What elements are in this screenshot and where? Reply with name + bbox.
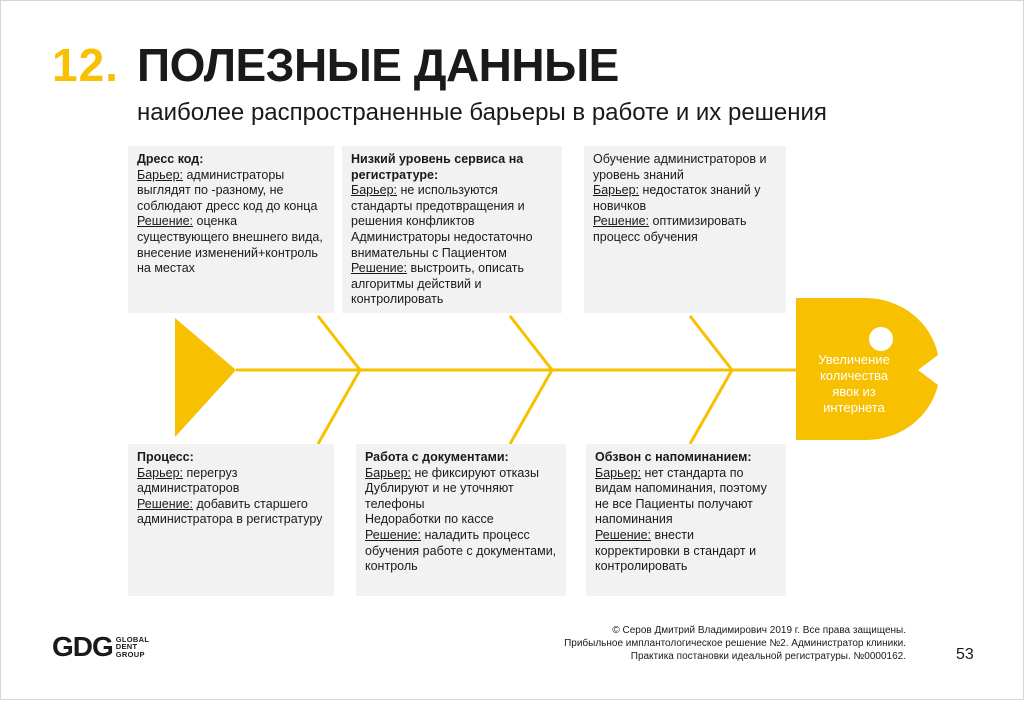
page-title: ПОЛЕЗНЫЕ ДАННЫЕ [137, 39, 619, 91]
cause-box-process: Процесс: Барьер: перегруз администраторо… [128, 444, 334, 596]
barrier-label: Барьер: [593, 183, 639, 198]
barrier-text: не используются стандарты предотвращения… [351, 183, 525, 229]
barrier-label: Барьер: [351, 183, 397, 198]
rib-upper-1 [316, 315, 362, 445]
barrier-label: Барьер: [365, 465, 411, 480]
solution-text: выстроить, описать алгоритмы действий и … [351, 261, 525, 307]
barrier-text: недостаток знаний у новичков [593, 183, 761, 213]
solution-label: Решение: [595, 527, 652, 542]
cause-box-service-level: Низкий уровень сервиса на регистратуре: … [342, 146, 562, 313]
slide-number: 12. [52, 39, 119, 91]
cause-box-documents: Работа с документами: Барьер: не фиксиру… [356, 444, 566, 596]
solution-label: Решение: [351, 261, 408, 276]
fish-tail [175, 318, 236, 437]
cause-title: Работа с документами: [365, 450, 509, 464]
fish-eye [869, 327, 893, 351]
logo-sub-text: GLOBAL DENT GROUP [115, 634, 150, 659]
logo-line-1: GLOBAL [115, 634, 150, 644]
gdg-logo: GDG GLOBAL DENT GROUP [52, 631, 149, 663]
extra-text-2: Недоработки по кассе [365, 512, 494, 527]
barrier-label: Барьер: [137, 465, 183, 480]
fish-head-label: Увеличение количества явок из интернета [818, 352, 890, 415]
cause-title: Обучение администраторов и уровень знани… [593, 152, 767, 182]
solution-label: Решение: [593, 214, 650, 229]
cause-title: Низкий уровень сервиса на регистратуре: [351, 152, 524, 182]
extra-text: Дублируют и не уточняют телефоны [365, 481, 514, 511]
solution-label: Решение: [365, 527, 422, 542]
solution-text: оценка существующего внешнего вида, внес… [137, 214, 323, 276]
cause-box-training: Обучение администраторов и уровень знани… [584, 146, 786, 313]
footer-line-3: Практика постановки идеальной регистрату… [630, 651, 906, 662]
barrier-text: перегруз администраторов [137, 465, 240, 496]
logo-main-text: GDG [52, 631, 114, 662]
cause-box-dress-code: Дресс код: Барьер: администраторы выгляд… [128, 146, 334, 313]
barrier-text: администраторы выглядят по -разному, не … [137, 167, 318, 213]
footer-line-2: Прибыльное имплантологическое решение №2… [564, 638, 906, 649]
footer-copyright: © Серов Дмитрий Владимирович 2019 г. Все… [426, 624, 906, 663]
logo-line-2: DENT [115, 642, 138, 652]
rib-upper-3 [688, 315, 734, 445]
barrier-text: нет стандарта по видам напоминания, поэт… [595, 465, 767, 527]
solution-label: Решение: [137, 214, 194, 229]
logo-line-3: GROUP [115, 649, 145, 659]
fish-head [796, 298, 938, 440]
solution-label: Решение: [137, 496, 194, 511]
copyright-line: © Серов Дмитрий Владимирович 2019 г. Все… [612, 625, 906, 636]
extra-text: Администраторы недостаточно внимательны … [351, 229, 533, 260]
solution-text: внести корректировки в стандарт и контро… [595, 527, 757, 574]
solution-text: добавить старшего администратора в регис… [137, 496, 323, 527]
cause-title: Дресс код: [137, 152, 204, 166]
cause-box-reminder-calls: Обзвон с напоминанием: Барьер: нет станд… [586, 444, 786, 596]
solution-text: оптимизировать процесс обучения [593, 214, 747, 244]
page-number: 53 [956, 646, 974, 663]
cause-title: Процесс: [137, 450, 194, 464]
barrier-label: Барьер: [137, 167, 183, 182]
page-subtitle: наиболее распространенные барьеры в рабо… [137, 99, 827, 126]
cause-title: Обзвон с напоминанием: [595, 450, 752, 464]
rib-upper-2 [508, 315, 554, 445]
barrier-text: не фиксируют отказы [411, 465, 539, 480]
barrier-label: Барьер: [595, 465, 641, 480]
solution-text: наладить процесс обучения работе с докум… [365, 527, 557, 574]
